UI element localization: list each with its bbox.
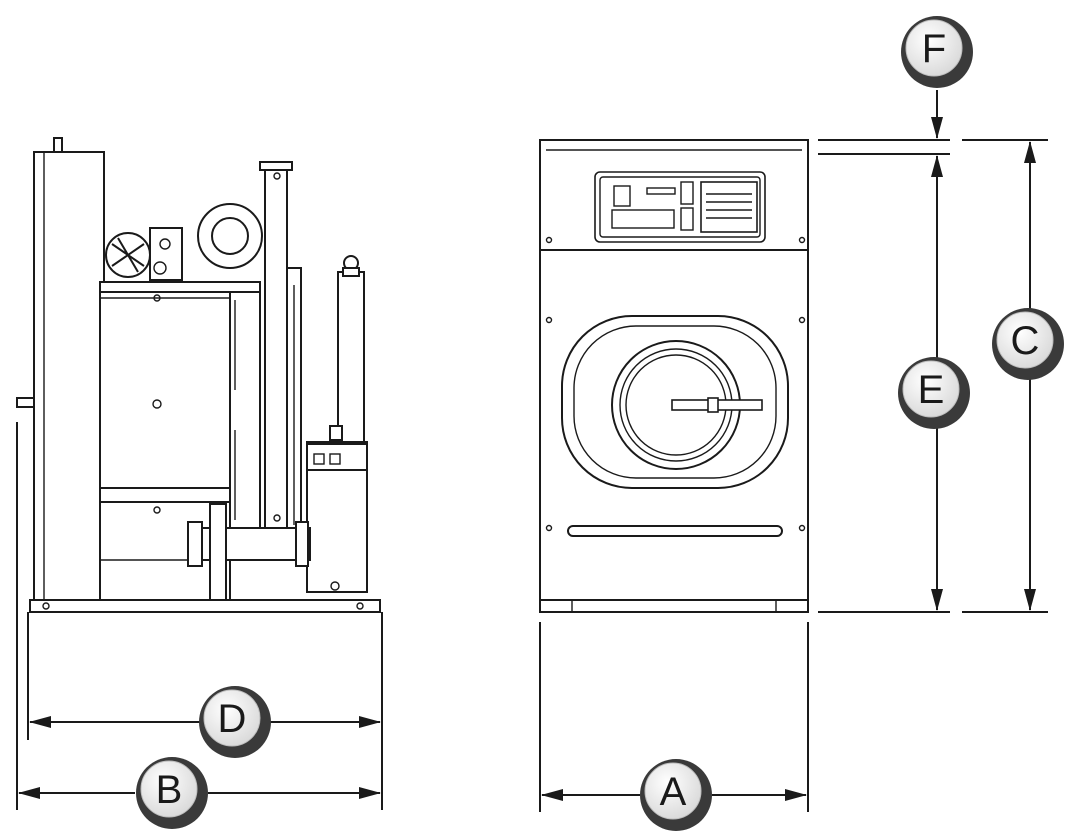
label-bubble-a: A: [640, 759, 712, 831]
door-icon: [561, 315, 789, 489]
label-bubble-b: B: [136, 757, 208, 829]
control-panel: [594, 171, 766, 243]
label-a: A: [660, 770, 687, 814]
label-e: E: [918, 368, 945, 412]
label-bubble-e: E: [898, 357, 970, 429]
label-bubble-d: D: [199, 686, 271, 758]
label-d: D: [218, 697, 247, 741]
label-bubble-c: C: [992, 308, 1064, 380]
label-f: F: [922, 27, 946, 71]
label-c: C: [1011, 319, 1040, 363]
label-b: B: [156, 768, 183, 812]
motor-icon: [105, 203, 263, 281]
label-bubble-f: F: [901, 16, 973, 88]
side-view-machine: [16, 137, 381, 613]
front-view-machine: [539, 139, 809, 613]
